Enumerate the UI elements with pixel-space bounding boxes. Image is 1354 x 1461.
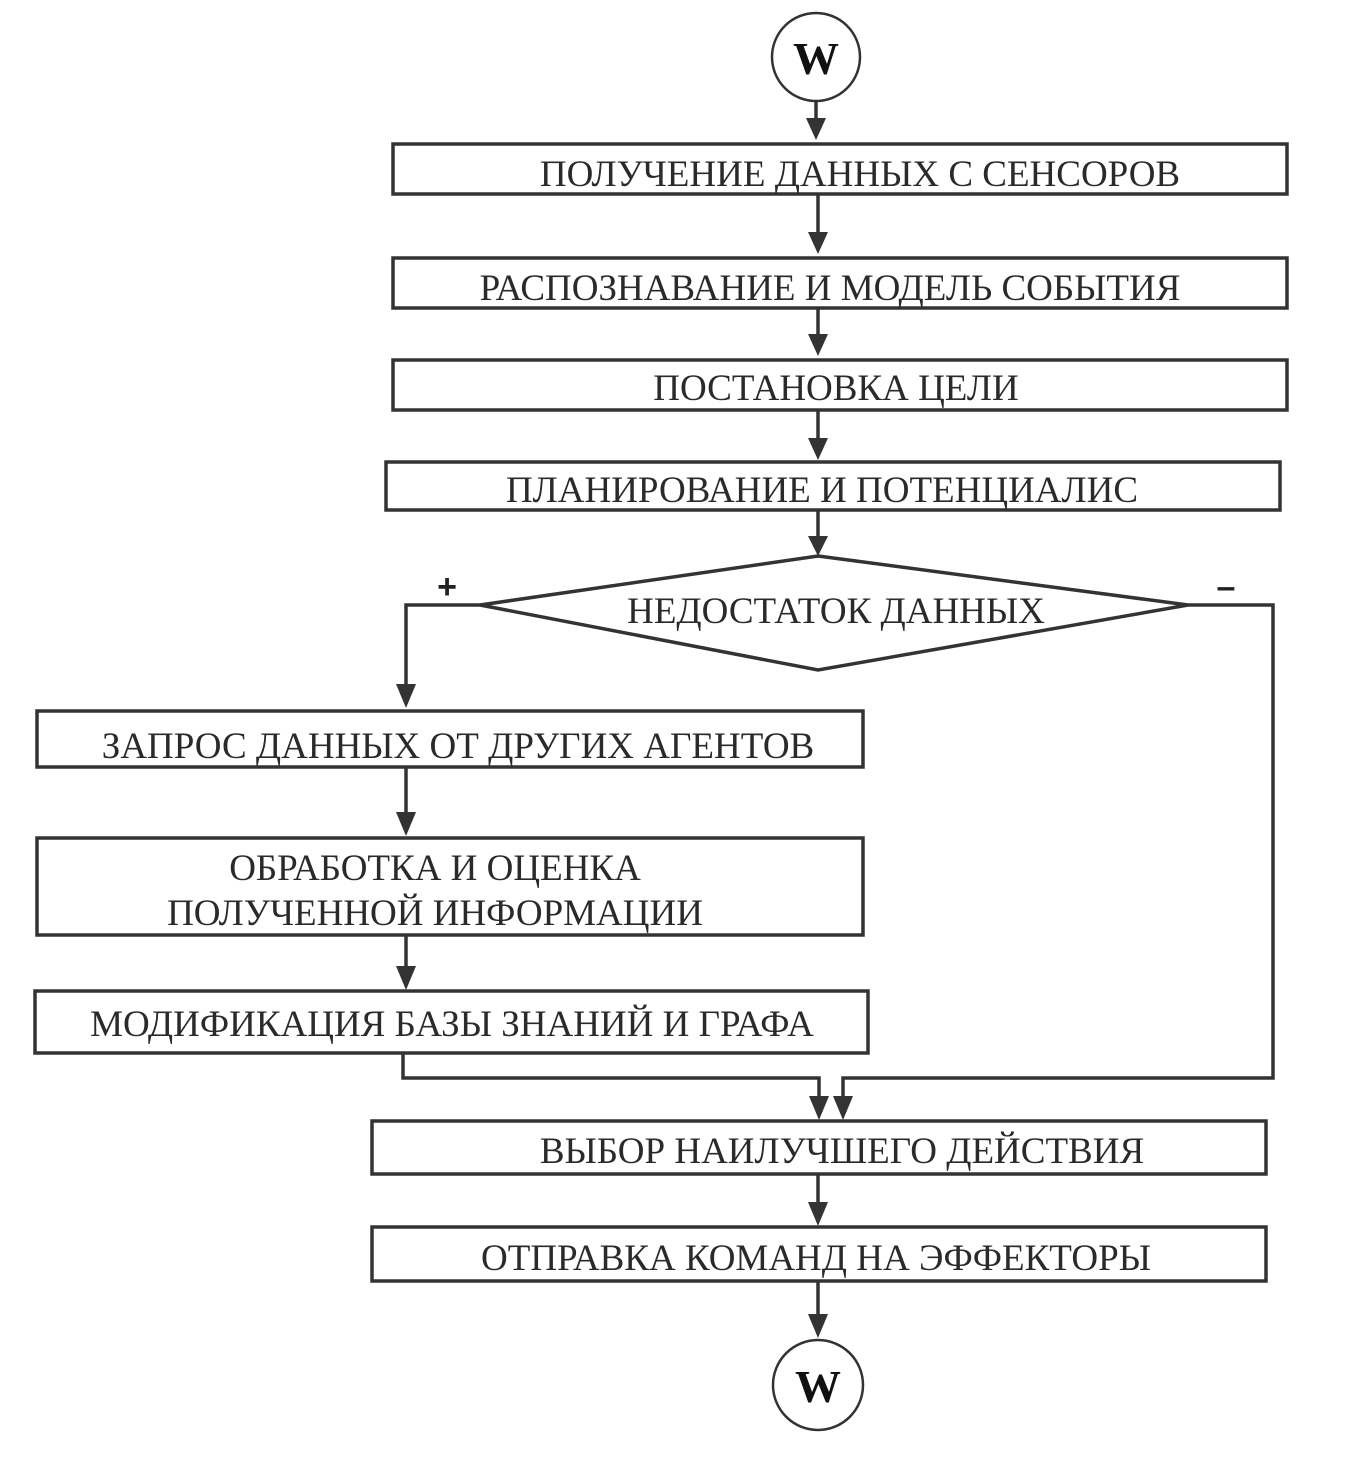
end-label: W	[795, 1361, 841, 1412]
step-planning-label: ПЛАНИРОВАНИЕ И ПОТЕНЦИАЛИС	[506, 470, 1138, 511]
step-recognition-label: РАСПОЗНАВАНИЕ И МОДЕЛЬ СОБЫТИЯ	[480, 268, 1181, 309]
decision-label: НЕДОСТАТОК ДАННЫХ	[627, 591, 1045, 632]
step-modification-label: МОДИФИКАЦИЯ БАЗЫ ЗНАНИЙ И ГРАФА	[90, 1003, 814, 1045]
step-goal: ПОСТАНОВКА ЦЕЛИ	[391, 358, 1289, 412]
arrowhead	[396, 812, 416, 836]
arrowhead	[808, 438, 828, 460]
arrowhead	[396, 966, 416, 990]
step-modification: МОДИФИКАЦИЯ БАЗЫ ЗНАНИЙ И ГРАФА	[33, 989, 870, 1055]
decision-yes-sign: +	[437, 568, 457, 606]
step-sensors-label: ПОЛУЧЕНИЕ ДАННЫХ С СЕНСОРОВ	[540, 154, 1180, 195]
step-recognition: РАСПОЗНАВАНИЕ И МОДЕЛЬ СОБЫТИЯ	[391, 256, 1289, 310]
end-terminal: W	[771, 1338, 865, 1432]
step-send-commands-label: ОТПРАВКА КОМАНД НА ЭФФЕКТОРЫ	[481, 1238, 1151, 1279]
decision-no-sign: –	[1217, 568, 1236, 606]
step-planning: ПЛАНИРОВАНИЕ И ПОТЕНЦИАЛИС	[384, 460, 1282, 512]
arrowhead	[808, 1202, 828, 1226]
connector-yes-branch	[404, 603, 480, 688]
step-processing-label-line1: ОБРАБОТКА И ОЦЕНКА	[229, 848, 641, 889]
step-request: ЗАПРОС ДАННЫХ ОТ ДРУГИХ АГЕНТОВ	[35, 709, 865, 769]
step-processing: ОБРАБОТКА И ОЦЕНКА ПОЛУЧЕННОЙ ИНФОРМАЦИИ	[35, 836, 865, 937]
step-best-action: ВЫБОР НАИЛУЧШЕГО ДЕЙСТВИЯ	[370, 1119, 1268, 1176]
step-processing-label-line2: ПОЛУЧЕННОЙ ИНФОРМАЦИИ	[167, 892, 703, 934]
start-label: W	[793, 33, 839, 84]
step-best-action-label: ВЫБОР НАИЛУЧШЕГО ДЕЙСТВИЯ	[540, 1130, 1144, 1172]
arrowhead	[808, 334, 828, 356]
arrowhead	[806, 118, 826, 140]
connector-merge	[401, 1053, 821, 1100]
step-request-label: ЗАПРОС ДАННЫХ ОТ ДРУГИХ АГЕНТОВ	[102, 726, 814, 767]
arrowhead	[808, 232, 828, 254]
arrowhead	[809, 1096, 829, 1120]
step-goal-label: ПОСТАНОВКА ЦЕЛИ	[653, 368, 1018, 409]
connector-no-branch	[841, 603, 1275, 1100]
step-sensors: ПОЛУЧЕНИЕ ДАННЫХ С СЕНСОРОВ	[391, 142, 1289, 196]
arrowhead	[808, 1314, 828, 1338]
start-terminal: W	[770, 11, 862, 103]
arrowhead	[808, 536, 828, 556]
arrowhead	[833, 1096, 853, 1120]
step-send-commands: ОТПРАВКА КОМАНД НА ЭФФЕКТОРЫ	[370, 1225, 1268, 1283]
decision-data-shortage: НЕДОСТАТОК ДАННЫХ	[479, 554, 1189, 672]
arrowhead	[396, 684, 416, 708]
